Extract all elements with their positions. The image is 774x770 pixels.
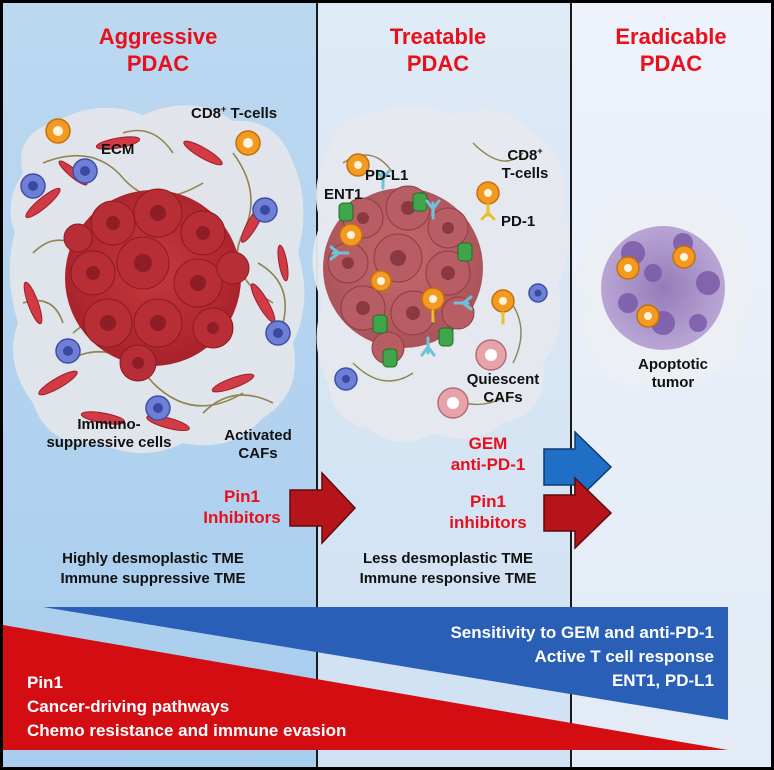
- red-wedge-line3: Chemo resistance and immune evasion: [27, 721, 347, 740]
- treatment-line1: Pin1: [470, 492, 506, 511]
- label-line2: CAFs: [238, 445, 278, 462]
- label-apoptotic-tumor: Apoptotic tumor: [623, 356, 723, 392]
- label-line1: Apoptotic: [638, 356, 708, 373]
- label-pd-1: PD-1: [501, 213, 536, 230]
- blue-wedge-line3: ENT1, PD-L1: [611, 671, 714, 690]
- label-cd8-tcells-1: CD8+ T-cells: [191, 100, 277, 123]
- label-line1: Quiescent: [466, 371, 540, 388]
- treatment-line1: Pin1: [224, 487, 260, 506]
- panel-title-eradicable: Eradicable PDAC: [571, 23, 771, 77]
- label-line2: tumor: [651, 374, 695, 391]
- illustration-layer: [3, 105, 755, 750]
- cd8-text: CD8: [191, 105, 222, 122]
- tme-line2: Immune responsive TME: [359, 570, 537, 587]
- blue-wedge: [43, 607, 728, 720]
- treatment-pin1-inhibitors-1: Pin1 Inhibitors: [187, 486, 297, 528]
- treatment-line2: Inhibitors: [203, 508, 281, 527]
- label-line2: suppressive cells: [46, 434, 172, 451]
- label-line2: CAFs: [483, 389, 523, 406]
- tumor-aggressive: [63, 188, 250, 382]
- treatment-line2: inhibitors: [449, 513, 527, 532]
- label-line1: Immuno-: [77, 416, 141, 433]
- panel-divider-2: [570, 3, 572, 767]
- treatment-pin1-inhibitors-2: Pin1 inhibitors: [433, 491, 543, 533]
- label-ecm: ECM: [101, 141, 135, 158]
- panel-title-line1: Eradicable: [615, 24, 727, 49]
- panel-title-treatable: Treatable PDAC: [338, 23, 538, 77]
- arrow-gem-antipd1: [543, 430, 613, 504]
- treatment-gem-antipd1: GEM anti-PD-1: [433, 433, 543, 475]
- panel-title-line2: PDAC: [406, 51, 470, 76]
- panel-title-aggressive: Aggressive PDAC: [58, 23, 258, 77]
- immune-cells-1: [20, 118, 291, 421]
- cd8-text: CD8: [507, 147, 538, 164]
- label-activated-cafs: Activated CAFs: [213, 427, 303, 463]
- tcells-text: T-cells: [226, 105, 278, 122]
- panel-title-line2: PDAC: [126, 51, 190, 76]
- label-quiescent-cafs: Quiescent CAFs: [453, 371, 553, 407]
- label-line2: T-cells: [501, 165, 549, 182]
- panel-title-line1: Treatable: [389, 24, 487, 49]
- tme-description-2: Less desmoplastic TME Immune responsive …: [328, 549, 568, 589]
- panel-title-line2: PDAC: [639, 51, 703, 76]
- tme-line2: Immune suppressive TME: [60, 570, 246, 587]
- figure-canvas: Aggressive PDAC Treatable PDAC Eradicabl…: [3, 3, 771, 767]
- label-line1: CD8+: [485, 142, 565, 165]
- tme-line1: Highly desmoplastic TME: [62, 550, 244, 567]
- blue-wedge-line2: Active T cell response: [534, 647, 714, 666]
- tumor-treatable: [323, 153, 548, 419]
- treatment-line1: GEM: [468, 434, 508, 453]
- panel-title-line1: Aggressive: [98, 24, 218, 49]
- label-pd-l1: PD-L1: [365, 167, 409, 184]
- label-ent1: ENT1: [324, 186, 363, 203]
- label-immunosuppressive-cells: Immuno- suppressive cells: [29, 416, 189, 452]
- tme-description-1: Highly desmoplastic TME Immune suppressi…: [23, 549, 283, 589]
- tme-line1: Less desmoplastic TME: [362, 550, 534, 567]
- blue-wedge-text: Sensitivity to GEM and anti-PD-1 Active …: [450, 621, 714, 693]
- red-wedge-text: Pin1 Cancer-driving pathways Chemo resis…: [27, 671, 346, 743]
- blue-wedge-line1: Sensitivity to GEM and anti-PD-1: [450, 623, 714, 642]
- superscript-plus: +: [221, 104, 227, 114]
- label-cd8-tcells-2: CD8+ T-cells: [485, 142, 565, 183]
- superscript-plus: +: [537, 146, 543, 156]
- red-wedge-line2: Cancer-driving pathways: [27, 697, 230, 716]
- red-wedge-line1: Pin1: [27, 673, 63, 692]
- tumor-apoptotic: [601, 226, 725, 350]
- red-wedge: [3, 625, 728, 750]
- treatment-line2: anti-PD-1: [450, 455, 526, 474]
- arrow-pin1-inhibitors-2: [543, 476, 613, 550]
- activated-cafs: [23, 136, 289, 431]
- label-line1: Activated: [224, 427, 292, 444]
- panel-divider-1: [316, 3, 318, 767]
- arrow-pin1-inhibitors-1: [289, 471, 357, 545]
